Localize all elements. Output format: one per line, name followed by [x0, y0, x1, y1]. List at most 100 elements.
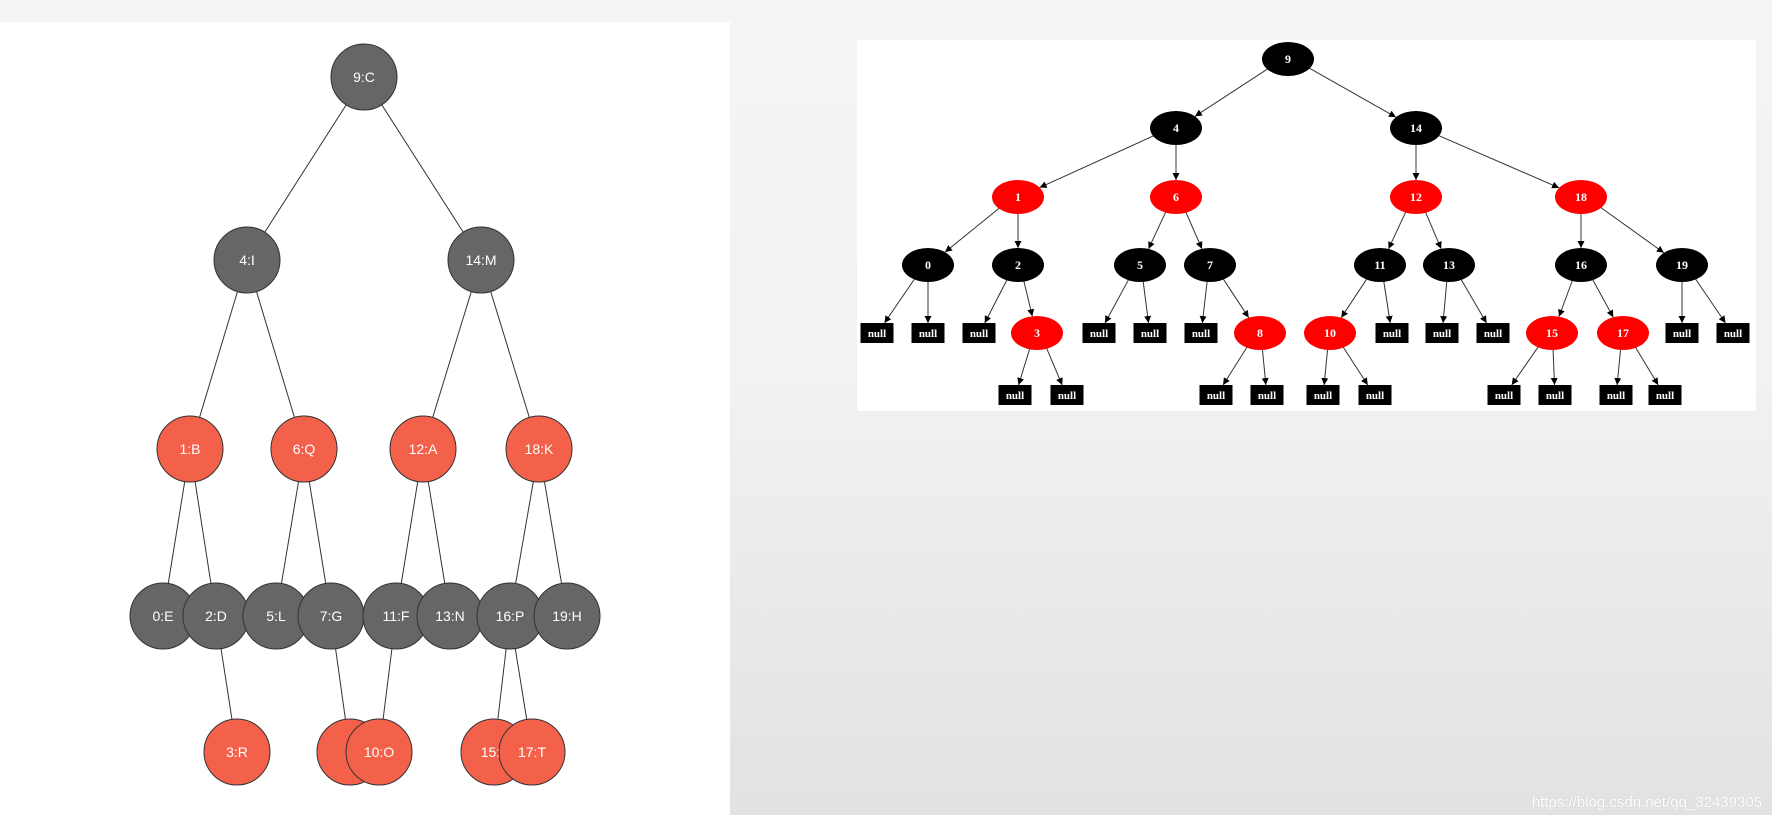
null-leaf-box — [998, 385, 1032, 405]
null-leaf-box — [1133, 323, 1167, 343]
left-node-label: 3:R — [226, 744, 248, 760]
right-null-edge-0 — [884, 278, 916, 324]
null-leaf-box — [1487, 385, 1521, 405]
null-leaf-box — [1082, 323, 1116, 343]
right-edge-12-13 — [1425, 212, 1442, 249]
right-node-16: 16 — [1555, 248, 1607, 282]
left-node-7: 7:G — [297, 582, 365, 650]
null-leaf-label: null — [1546, 390, 1564, 402]
right-node-ellipse — [1150, 180, 1202, 214]
null-leaf-box — [1375, 323, 1409, 343]
right-null-edge-6 — [1383, 281, 1393, 324]
left-node-19: 19:H — [533, 582, 601, 650]
right-node-ellipse — [992, 248, 1044, 282]
null-leaf-label: null — [1656, 390, 1674, 402]
right-node-5: 5 — [1114, 248, 1166, 282]
watermark-text: https://blog.csdn.net/qq_32439305 — [1531, 794, 1762, 811]
right-node-8: 8 — [1234, 316, 1286, 350]
null-leaf-label: null — [1090, 328, 1108, 340]
null-leaf-label: null — [1607, 390, 1625, 402]
right-edge-16-15 — [1558, 280, 1573, 317]
right-node-label: 12 — [1410, 190, 1422, 204]
right-node-14: 14 — [1390, 111, 1442, 145]
left-node-13: 13:N — [416, 582, 484, 650]
left-node-circle — [533, 582, 601, 650]
right-node-4: 4 — [1150, 111, 1202, 145]
left-node-17: 17:T — [498, 718, 566, 786]
left-node-circle — [389, 415, 457, 483]
null-leaf-box — [1358, 385, 1392, 405]
null-leaf-5: null — [1184, 323, 1218, 343]
right-edge-18-19 — [1599, 206, 1665, 254]
right-edge-9-14 — [1307, 66, 1397, 118]
null-leaf-box — [962, 323, 996, 343]
left-node-label: 4:I — [239, 252, 255, 268]
null-leaf-box — [860, 323, 894, 343]
null-leaf-box — [1184, 323, 1218, 343]
right-node-label: 6 — [1173, 190, 1179, 204]
null-leaf-box — [1648, 385, 1682, 405]
right-node-0: 0 — [902, 248, 954, 282]
null-leaf-label: null — [1724, 328, 1742, 340]
left-node-label: 10:O — [364, 744, 394, 760]
right-node-19: 19 — [1656, 248, 1708, 282]
left-node-label: 6:Q — [293, 441, 316, 457]
null-leaf-label: null — [1433, 328, 1451, 340]
null-leaf-14: null — [1250, 385, 1284, 405]
right-node-ellipse — [1597, 316, 1649, 350]
left-node-label: 1:B — [179, 441, 200, 457]
left-node-3: 3:R — [203, 718, 271, 786]
right-node-12: 12 — [1390, 180, 1442, 214]
left-edge-9-14 — [363, 76, 482, 261]
right-node-label: 13 — [1443, 258, 1455, 272]
right-edge-6-7 — [1185, 212, 1203, 250]
right-node-ellipse — [1390, 180, 1442, 214]
right-node-label: 7 — [1207, 258, 1213, 272]
left-node-label: 19:H — [552, 608, 582, 624]
right-node-9: 9 — [1262, 42, 1314, 76]
right-node-ellipse — [1390, 111, 1442, 145]
right-node-3: 3 — [1011, 316, 1063, 350]
right-node-10: 10 — [1304, 316, 1356, 350]
null-leaf-box — [911, 323, 945, 343]
right-null-edge-13 — [1222, 346, 1248, 386]
right-null-edge-2 — [984, 279, 1008, 324]
left-node-label: 14:M — [465, 252, 496, 268]
right-node-label: 2 — [1015, 258, 1021, 272]
right-edge-6-5 — [1148, 211, 1167, 250]
null-leaf-label: null — [1495, 390, 1513, 402]
null-leaf-8: null — [1476, 323, 1510, 343]
right-edge-12-11 — [1388, 211, 1407, 250]
right-node-11: 11 — [1354, 248, 1406, 282]
null-leaf-label: null — [1673, 328, 1691, 340]
right-edge-1-0 — [944, 206, 1001, 253]
right-node-18: 18 — [1555, 180, 1607, 214]
right-node-label: 1 — [1015, 190, 1021, 204]
left-node-6: 6:Q — [270, 415, 338, 483]
null-leaf-11: null — [998, 385, 1032, 405]
right-node-ellipse — [1656, 248, 1708, 282]
right-node-ellipse — [1555, 248, 1607, 282]
right-node-ellipse — [1354, 248, 1406, 282]
left-node-4: 4:I — [213, 226, 281, 294]
right-edge-9-4 — [1194, 67, 1270, 117]
right-edge-4-1 — [1039, 134, 1156, 189]
right-node-2: 2 — [992, 248, 1044, 282]
left-node-circle — [213, 226, 281, 294]
left-node-circle — [345, 718, 413, 786]
right-node-1: 1 — [992, 180, 1044, 214]
left-node-label: 2:D — [205, 608, 227, 624]
null-leaf-15: null — [1306, 385, 1340, 405]
left-node-label: 17:T — [518, 744, 546, 760]
left-edge-9-4 — [246, 76, 365, 261]
right-node-ellipse — [1184, 248, 1236, 282]
null-leaf-box — [1538, 385, 1572, 405]
right-node-label: 19 — [1676, 258, 1688, 272]
right-node-label: 17 — [1617, 326, 1629, 340]
null-leaf-3: null — [1082, 323, 1116, 343]
right-edge-7-8 — [1222, 278, 1250, 318]
right-node-ellipse — [1150, 111, 1202, 145]
right-node-label: 0 — [925, 258, 931, 272]
